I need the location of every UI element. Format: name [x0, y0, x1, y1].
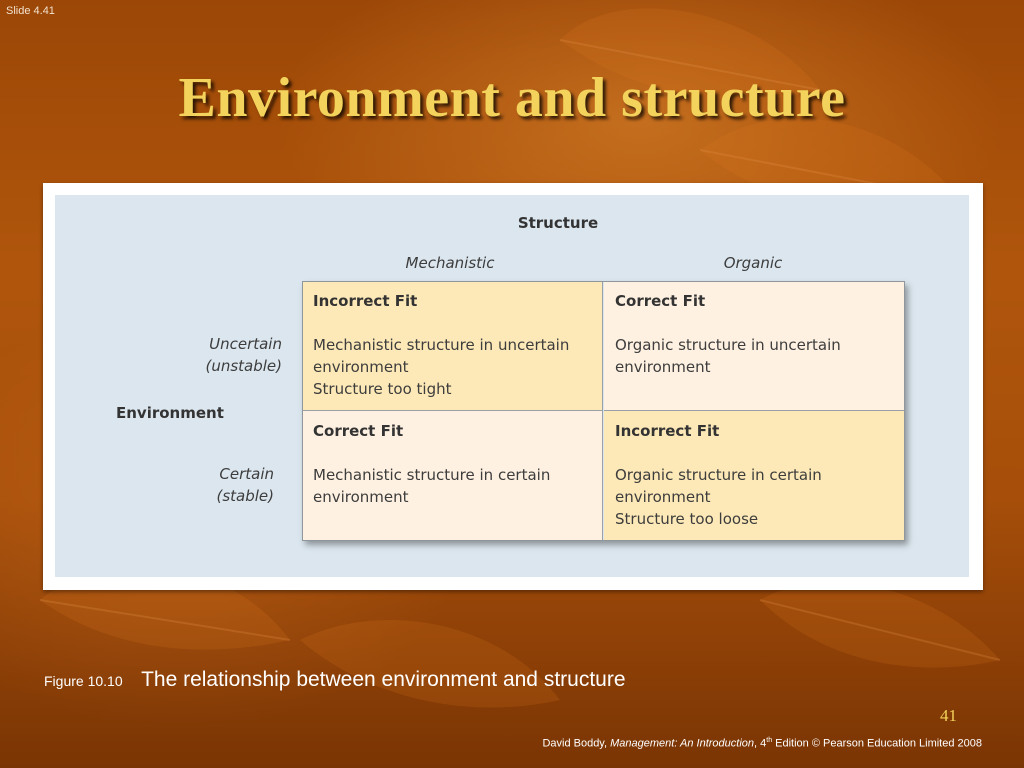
cell-heading: Incorrect Fit: [615, 422, 720, 440]
row-header-certain-line2: (stable): [216, 487, 274, 505]
row-header-certain: Certain (stable): [150, 463, 274, 507]
cell-text-line: Mechanistic structure in uncertain: [313, 336, 570, 354]
page-number: 41: [940, 706, 957, 725]
row-header-certain-line1: Certain: [219, 465, 274, 483]
matrix-cell-mechanistic-certain: Correct Fit Mechanistic structure in cer…: [302, 411, 603, 541]
cell-text-line: Structure too tight: [313, 380, 452, 398]
slide-title: Environment and structure: [178, 67, 846, 129]
cell-text-line: environment: [313, 488, 409, 506]
cell-heading: Correct Fit: [313, 422, 404, 440]
structure-axis-title: Structure: [517, 214, 599, 232]
row-header-uncertain-line2: (unstable): [205, 357, 282, 375]
cell-text-line: environment: [615, 358, 711, 376]
footer-edition-suffix: th: [766, 737, 773, 744]
cell-text-line: Organic structure in uncertain: [615, 336, 841, 354]
cell-heading: Incorrect Fit: [313, 292, 418, 310]
footer-edition: , 4: [754, 737, 767, 750]
figure-number: Figure 10.10: [44, 673, 123, 689]
footer-copyright: Edition © Pearson Education Limited 2008: [772, 737, 982, 750]
row-header-uncertain-line1: Uncertain: [209, 335, 282, 353]
footer-citation: David Boddy, Management: An Introduction…: [542, 737, 982, 750]
column-header-organic: Organic: [723, 254, 783, 272]
footer-author: David Boddy,: [542, 737, 611, 750]
matrix-cell-organic-certain: Incorrect Fit Organic structure in certa…: [604, 411, 905, 541]
slide-number-label: Slide 4.41: [6, 5, 55, 17]
figure-caption: Figure 10.10 The relationship between en…: [44, 668, 626, 692]
fit-matrix: Incorrect Fit Mechanistic structure in u…: [302, 281, 905, 541]
figure-caption-text: The relationship between environment and…: [141, 668, 626, 691]
cell-text-line: environment: [615, 488, 711, 506]
environment-axis-title: Environment: [116, 404, 224, 422]
row-header-uncertain: Uncertain (unstable): [150, 333, 282, 377]
column-header-mechanistic: Mechanistic: [405, 254, 495, 272]
matrix-cell-mechanistic-uncertain: Incorrect Fit Mechanistic structure in u…: [302, 281, 603, 411]
matrix-cell-organic-uncertain: Correct Fit Organic structure in uncerta…: [604, 281, 905, 411]
cell-text-line: environment: [313, 358, 409, 376]
cell-text-line: Structure too loose: [615, 510, 759, 528]
footer-book-title: Management: An Introduction: [610, 737, 755, 750]
cell-text-line: Organic structure in certain: [615, 466, 822, 484]
cell-text-line: Mechanistic structure in certain: [313, 466, 551, 484]
cell-heading: Correct Fit: [615, 292, 706, 310]
